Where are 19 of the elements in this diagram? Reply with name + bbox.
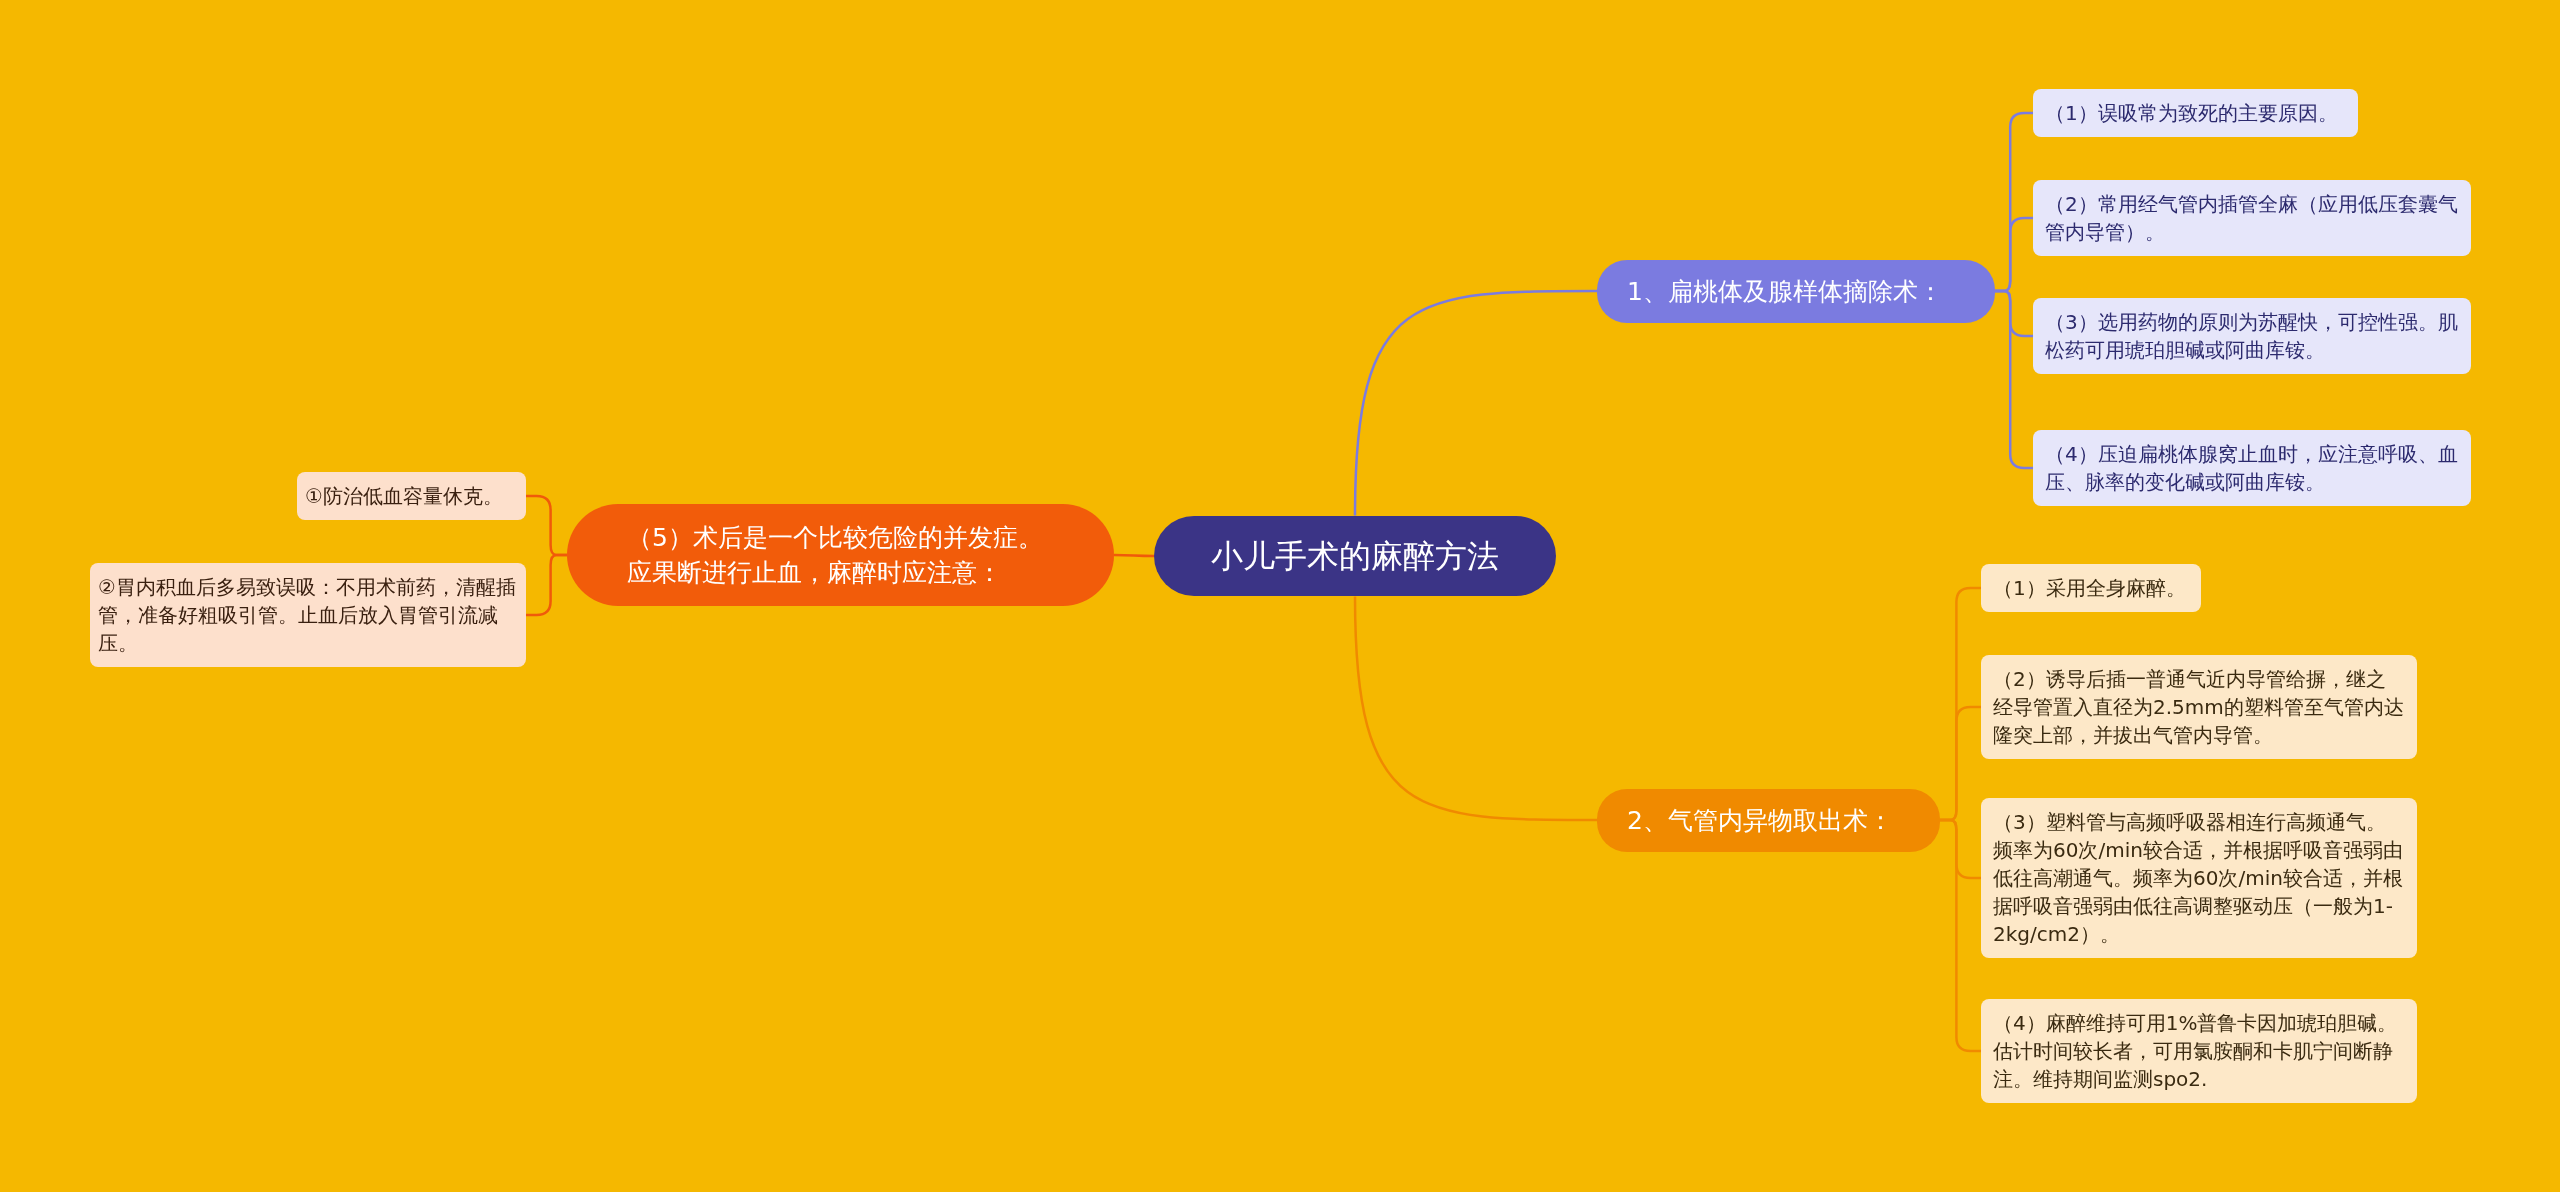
connector-line xyxy=(1353,289,1597,516)
leaf-topic: ①防治低血容量休克。 xyxy=(297,472,526,520)
connector-line xyxy=(1995,289,2033,470)
branch-topic: 2、气管内异物取出术： xyxy=(1597,788,1940,852)
leaf-topic: （3）选用药物的原则为苏醒快，可控性强。肌松药可用琥珀胆碱或阿曲库铵。 xyxy=(2033,298,2471,374)
connector-line xyxy=(1114,553,1154,558)
branch-topic: 1、扁桃体及腺样体摘除术： xyxy=(1597,259,1995,323)
leaf-topic: ②胃内积血后多易致误吸：不用术前药，清醒插管，准备好粗吸引管。止血后放入胃管引流减压。 xyxy=(90,563,526,667)
leaf-topic: （2）常用经气管内插管全麻（应用低压套囊气管内导管）。 xyxy=(2033,180,2471,256)
connector-line xyxy=(1940,818,1981,1053)
leaf-topic: （4）压迫扁桃体腺窝止血时，应注意呼吸、血压、脉率的变化碱或阿曲库铵。 xyxy=(2033,430,2471,506)
leaf-topic: （2）诱导后插一普通气近内导管给摒，继之经导管置入直径为2.5mm的塑料管至气管内达隆突上部，并拔出气管内导管。 xyxy=(1981,655,2417,759)
leaf-topic: （1）误吸常为致死的主要原因。 xyxy=(2033,89,2358,137)
leaf-topic: （3）塑料管与高频呼吸器相连行高频通气。频率为60次/min较合适，并根据呼吸音强弱由低往高潮通气。频率为60次/min较合适，并根据呼吸音强弱由低往高调整驱动压（一般为1-2kg/cm2）。 xyxy=(1981,798,2417,958)
branch-topic: （5）术后是一个比较危险的并发症。应果断进行止血，麻醉时应注意： xyxy=(567,504,1114,606)
central-topic: 小儿手术的麻醉方法 xyxy=(1154,515,1556,597)
connector-line xyxy=(1353,596,1597,822)
leaf-topic: （1）采用全身麻醉。 xyxy=(1981,564,2201,612)
leaf-topic: （4）麻醉维持可用1%普鲁卡因加琥珀胆碱。估计时间较长者，可用氯胺酮和卡肌宁间断静注。维持期间监测spo2. xyxy=(1981,999,2417,1103)
